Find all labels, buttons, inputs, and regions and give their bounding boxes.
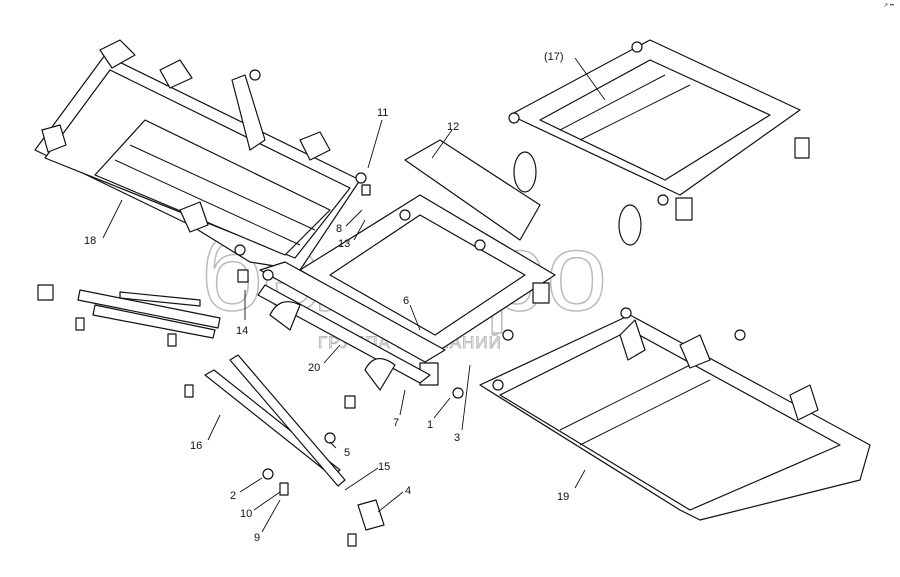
callout-10: 10	[240, 508, 252, 520]
callout-12: 12	[447, 121, 459, 133]
callout-3: 3	[454, 432, 460, 444]
callout-6: 6	[403, 295, 409, 307]
links	[37, 172, 514, 547]
callout-4: 4	[405, 485, 411, 497]
beam-20	[257, 261, 446, 391]
callout-7: 7	[393, 417, 399, 429]
callout-15: 15	[378, 461, 390, 473]
callout-2: 2	[230, 490, 236, 502]
frame-12	[299, 139, 556, 386]
frame-18	[34, 39, 361, 271]
callout-13: 13	[338, 238, 350, 250]
callout-17: (17)	[544, 51, 564, 63]
callout-20: 20	[308, 362, 320, 374]
frame-19	[479, 307, 871, 521]
callouts: (17) 11 12 18 8 13 14 6 20 7 1 3 16 5 15…	[84, 51, 569, 544]
callout-18: 18	[84, 235, 96, 247]
callout-8: 8	[336, 223, 342, 235]
leader-lines	[102, 57, 606, 533]
callout-1: 1	[427, 419, 433, 431]
callout-16: 16	[190, 440, 202, 452]
callout-19: 19	[557, 491, 569, 503]
callout-14: 14	[236, 325, 248, 337]
callout-11: 11	[377, 107, 388, 119]
corner-mark: ↗ ••	[883, 3, 894, 9]
callout-5: 5	[344, 447, 350, 459]
callout-9: 9	[254, 532, 260, 544]
